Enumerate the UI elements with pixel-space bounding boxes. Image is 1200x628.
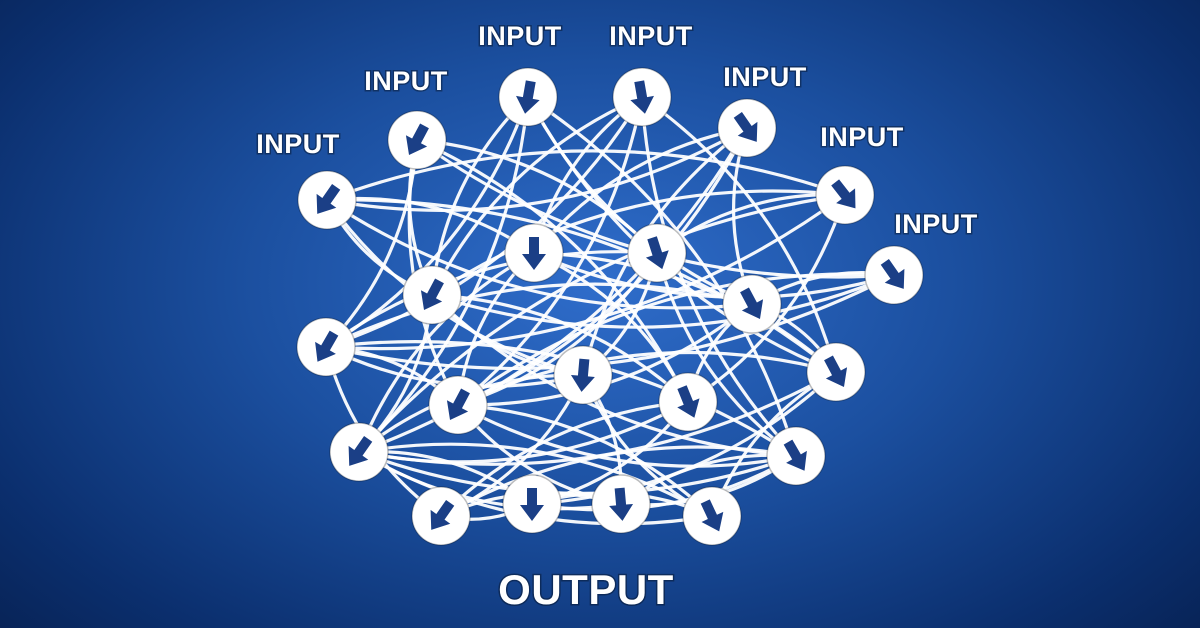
connection-line: [324, 250, 659, 349]
node: [627, 223, 687, 283]
connection-line: [526, 95, 754, 306]
node: [296, 317, 356, 377]
connection-line: [430, 273, 896, 329]
arrow-down-icon: [446, 388, 470, 421]
node: [717, 98, 777, 158]
arrow-down-icon: [880, 259, 905, 289]
input-label-5: INPUT: [723, 62, 807, 92]
node: [387, 110, 447, 170]
node: [329, 422, 389, 482]
node: [504, 223, 564, 283]
connection-line: [456, 350, 838, 407]
node: [411, 486, 471, 546]
connection-line: [324, 282, 754, 349]
connection-line: [324, 193, 847, 351]
node: [553, 345, 613, 405]
arrow-down-icon: [740, 287, 764, 320]
node: [766, 426, 826, 486]
arrow-down-icon: [316, 184, 341, 214]
connection-line: [357, 400, 690, 464]
connection-line: [430, 189, 847, 297]
arrow-down-icon: [700, 499, 724, 532]
connection-line: [325, 126, 749, 212]
arrow-down-icon: [315, 330, 339, 362]
arrow-down-icon: [783, 439, 807, 471]
arrow-down-icon: [630, 80, 654, 114]
arrow-down-icon: [348, 436, 373, 466]
connection-line: [357, 193, 847, 454]
arrow-down-icon: [516, 80, 540, 114]
node: [864, 245, 924, 305]
node: [658, 372, 718, 432]
nodes: [296, 67, 924, 546]
connection-line: [532, 126, 749, 255]
connection-line: [357, 442, 714, 518]
connection-line: [456, 302, 754, 407]
arrow-down-icon: [824, 355, 848, 388]
node: [502, 474, 562, 534]
node: [297, 170, 357, 230]
output-label: OUTPUT: [498, 566, 674, 613]
connection-line: [640, 95, 838, 374]
input-label-3: INPUT: [478, 21, 562, 51]
node: [682, 486, 742, 546]
arrow-down-icon: [831, 179, 856, 209]
connection-line: [532, 251, 838, 374]
arrow-down-icon: [522, 237, 546, 270]
arrow-down-icon: [420, 278, 444, 311]
arrow-down-icon: [609, 487, 634, 521]
node: [591, 474, 651, 534]
labels: INPUT INPUT INPUT INPUT INPUT INPUT INPU…: [255, 20, 979, 615]
connections: [324, 95, 896, 526]
connection-line: [325, 198, 754, 310]
arrow-down-icon: [430, 500, 455, 530]
connection-line: [456, 272, 896, 407]
node: [402, 265, 462, 325]
connection-line: [456, 403, 714, 518]
arrow-down-icon: [520, 488, 544, 521]
arrow-down-icon: [733, 112, 758, 142]
input-label-1: INPUT: [256, 129, 340, 159]
connection-line: [655, 251, 798, 458]
input-label-6: INPUT: [820, 122, 904, 152]
node: [815, 165, 875, 225]
connection-line: [456, 403, 798, 468]
node: [612, 67, 672, 127]
connection-line: [439, 400, 690, 518]
arrow-down-icon: [677, 385, 700, 418]
node: [806, 342, 866, 402]
node: [498, 67, 558, 127]
connection-line: [439, 445, 798, 518]
node: [428, 375, 488, 435]
connection-line: [526, 95, 798, 458]
input-label-4: INPUT: [609, 21, 693, 51]
connection-line: [456, 251, 659, 407]
connection-line: [430, 95, 644, 297]
arrow-down-icon: [405, 123, 429, 156]
input-label-2: INPUT: [364, 66, 448, 96]
node: [722, 274, 782, 334]
connection-line: [357, 251, 536, 454]
input-label-7: INPUT: [894, 209, 978, 239]
arrow-down-icon: [570, 358, 595, 392]
arrow-down-icon: [645, 236, 669, 270]
connection-line: [456, 95, 644, 407]
connection-line: [686, 193, 847, 404]
